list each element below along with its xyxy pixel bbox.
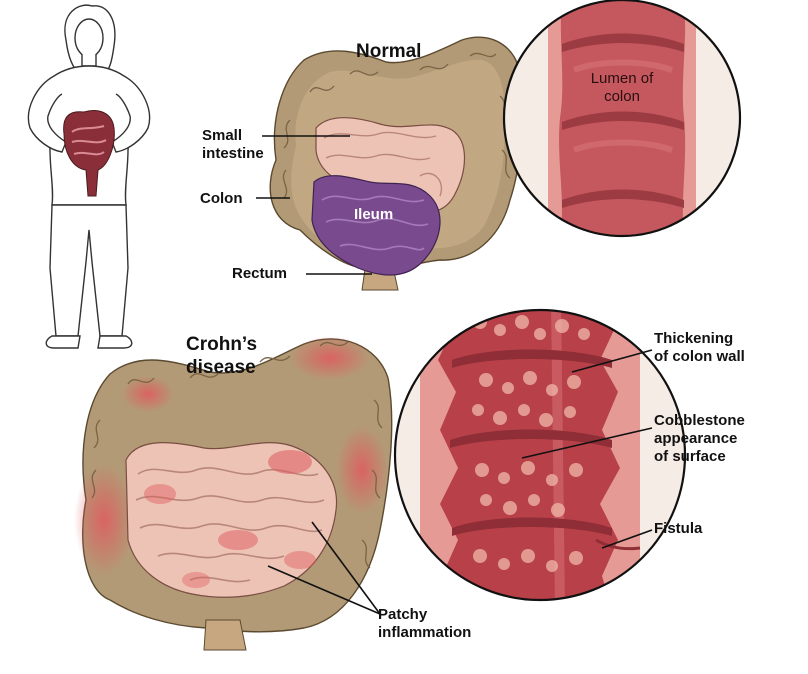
- label-fistula: Fistula: [654, 520, 702, 538]
- label-cobblestone-line1: Cobblestone: [654, 412, 745, 430]
- label-cobblestone-line3: of surface: [654, 448, 745, 466]
- label-small-intestine-line2: intestine: [202, 145, 264, 163]
- label-thickening-line1: Thickening: [654, 330, 745, 348]
- crohns-circle: [395, 300, 685, 610]
- crohns-rectum-stub: [204, 620, 246, 650]
- label-small-intestine: Small intestine: [202, 127, 264, 163]
- normal-heading: Normal: [356, 40, 421, 63]
- figure-head: [75, 19, 103, 57]
- figure-left-shoe: [46, 336, 80, 348]
- label-patchy-line2: inflammation: [378, 624, 471, 642]
- figure-right-shoe: [98, 336, 132, 348]
- label-lumen: Lumen of colon: [574, 70, 670, 106]
- crohns-heading: Crohn’s disease: [186, 333, 257, 379]
- figure-legs: [50, 205, 128, 336]
- label-lumen-line2: colon: [574, 88, 670, 106]
- label-patchy-line1: Patchy: [378, 606, 471, 624]
- lumen-circle: [504, 0, 740, 236]
- normal-ileum: [312, 176, 440, 275]
- label-ileum: Ileum: [354, 206, 393, 224]
- label-patchy: Patchy inflammation: [378, 606, 471, 642]
- label-colon: Colon: [200, 190, 243, 208]
- label-cobblestone: Cobblestone appearance of surface: [654, 412, 745, 466]
- label-thickening: Thickening of colon wall: [654, 330, 745, 366]
- crohns-heading-line2: disease: [186, 356, 257, 379]
- label-lumen-line1: Lumen of: [574, 70, 670, 88]
- label-small-intestine-line1: Small: [202, 127, 264, 145]
- label-cobblestone-line2: appearance: [654, 430, 745, 448]
- figure-neck: [82, 54, 96, 66]
- label-rectum: Rectum: [232, 265, 287, 283]
- label-thickening-line2: of colon wall: [654, 348, 745, 366]
- crohns-heading-line1: Crohn’s: [186, 333, 257, 356]
